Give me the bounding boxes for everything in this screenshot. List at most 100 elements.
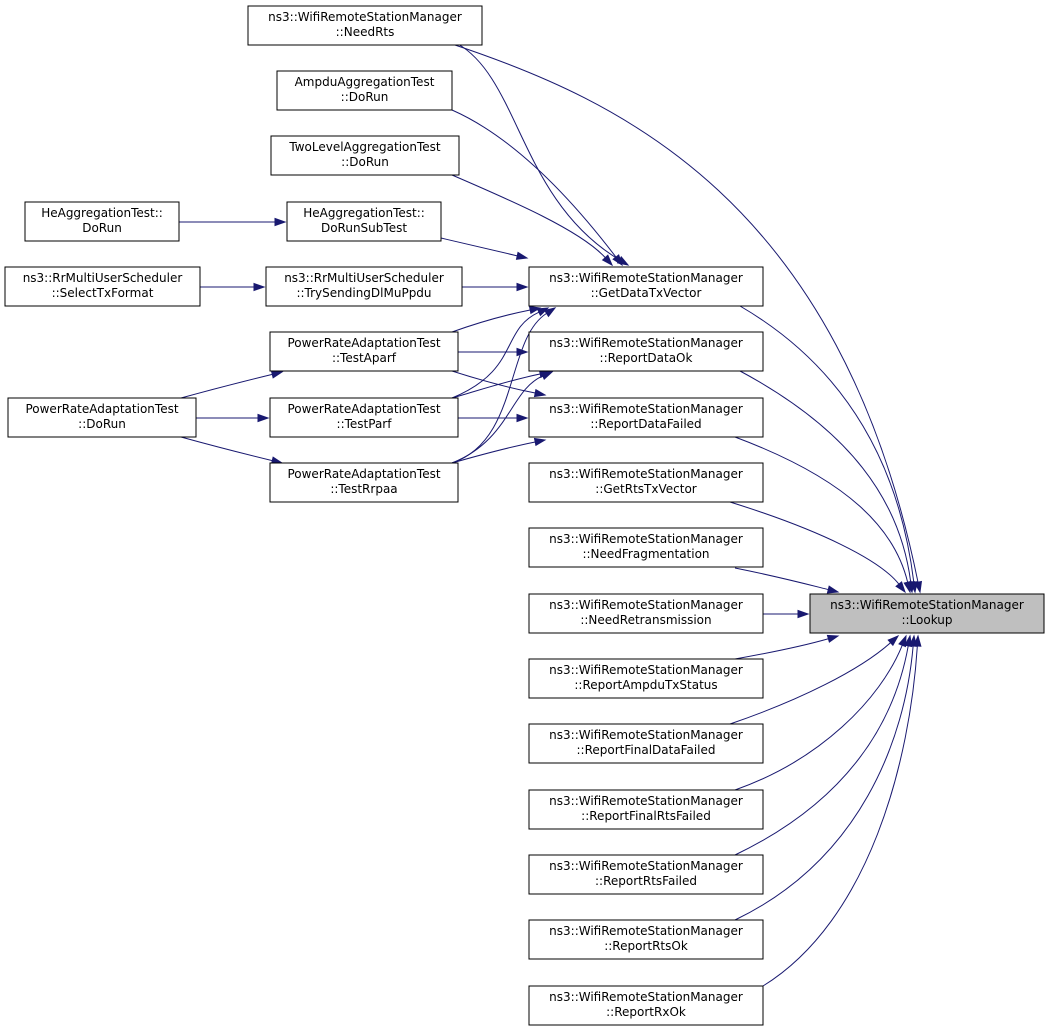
- node-reportAmpdu[interactable]: ns3::WifiRemoteStationManager::ReportAmp…: [528, 658, 764, 699]
- node-label-line: DoRun: [82, 221, 122, 235]
- node-box: [528, 593, 764, 634]
- edge-testRrpaa-to-reportDataFailed: [451, 437, 547, 464]
- node-ampduDoRun[interactable]: AmpduAggregationTest::DoRun: [276, 70, 453, 111]
- edge-ampduDoRun-to-getDataTxVector: [451, 109, 623, 267]
- node-label-line: ns3::WifiRemoteStationManager: [830, 598, 1024, 612]
- node-label-line: PowerRateAdaptationTest: [25, 402, 178, 416]
- node-reportRtsFailed[interactable]: ns3::WifiRemoteStationManager::ReportRts…: [528, 854, 764, 895]
- arrowhead-icon: [903, 580, 912, 594]
- arrowhead-icon: [515, 251, 529, 260]
- node-needRts[interactable]: ns3::WifiRemoteStationManager::NeedRts: [247, 5, 483, 46]
- node-label-line: ns3::WifiRemoteStationManager: [549, 402, 743, 416]
- edge-testAparf-to-reportDataFailed: [451, 370, 547, 398]
- node-heDoRunSubTest[interactable]: HeAggregationTest::DoRunSubTest: [286, 201, 442, 242]
- edge-line: [729, 642, 891, 725]
- node-label-line: ns3::WifiRemoteStationManager: [549, 859, 743, 873]
- node-box: [4, 266, 201, 307]
- edge-line: [451, 109, 617, 258]
- node-label-line: ns3::WifiRemoteStationManager: [549, 663, 743, 677]
- edge-line: [729, 501, 900, 585]
- node-label-line: ns3::WifiRemoteStationManager: [549, 598, 743, 612]
- arrowhead-icon: [913, 634, 922, 647]
- arrowhead-icon: [601, 254, 614, 267]
- arrowhead-icon: [270, 370, 284, 379]
- node-box: [269, 462, 459, 503]
- node-reportRxOk[interactable]: ns3::WifiRemoteStationManager::ReportRxO…: [528, 985, 764, 1026]
- edge-line: [451, 43, 919, 583]
- node-label-line: ::TrySendingDlMuPpdu: [296, 286, 431, 300]
- node-twoLevelDoRun[interactable]: TwoLevelAggregationTest::DoRun: [270, 135, 460, 176]
- edge-praDoRun-to-testAparf: [180, 370, 284, 399]
- node-heDoRun[interactable]: HeAggregationTest::DoRun: [24, 201, 180, 242]
- node-needFrag[interactable]: ns3::WifiRemoteStationManager::NeedFragm…: [528, 527, 764, 568]
- node-praDoRun[interactable]: PowerRateAdaptationTest::DoRun: [7, 397, 197, 438]
- node-reportRtsOk[interactable]: ns3::WifiRemoteStationManager::ReportRts…: [528, 919, 764, 960]
- node-rrSelectTx[interactable]: ns3::RrMultiUserScheduler::SelectTxForma…: [4, 266, 201, 307]
- node-label-line: PowerRateAdaptationTest: [287, 402, 440, 416]
- node-getRtsTxVector[interactable]: ns3::WifiRemoteStationManager::GetRtsTxV…: [528, 462, 764, 503]
- edge-line: [739, 305, 915, 583]
- edge-praDoRun-to-testParf: [196, 413, 270, 423]
- node-label-line: ns3::WifiRemoteStationManager: [268, 10, 462, 24]
- edge-getRtsTxVector-to-lookup: [729, 501, 906, 594]
- edge-line: [180, 436, 273, 462]
- node-label-line: ns3::WifiRemoteStationManager: [549, 467, 743, 481]
- node-label-line: ns3::WifiRemoteStationManager: [549, 924, 743, 938]
- arrowhead-icon: [528, 305, 542, 315]
- node-label-line: ::DoRun: [78, 417, 126, 431]
- node-box: [528, 331, 764, 372]
- edge-reportFinalData-to-lookup: [729, 634, 900, 725]
- node-testAparf[interactable]: PowerRateAdaptationTest::TestAparf: [269, 331, 459, 372]
- node-label-line: ::ReportFinalDataFailed: [577, 743, 716, 757]
- edge-line: [739, 370, 912, 583]
- edge-line: [457, 43, 620, 261]
- edge-testParf-to-reportDataFailed: [458, 413, 529, 423]
- node-label-line: ::GetDataTxVector: [591, 286, 702, 300]
- arrowhead-icon: [516, 347, 529, 357]
- node-box: [269, 331, 459, 372]
- node-reportDataFailed[interactable]: ns3::WifiRemoteStationManager::ReportDat…: [528, 397, 764, 438]
- edge-line: [440, 237, 518, 257]
- node-needRetrans[interactable]: ns3::WifiRemoteStationManager::NeedRetra…: [528, 593, 764, 634]
- edge-line: [451, 441, 536, 464]
- edge-getDataTxVector-to-lookup: [739, 305, 918, 594]
- node-label-line: PowerRateAdaptationTest: [287, 467, 440, 481]
- edge-reportRxOk-to-lookup: [762, 634, 922, 987]
- edge-reportAmpdu-to-lookup: [734, 634, 840, 660]
- node-getDataTxVector[interactable]: ns3::WifiRemoteStationManager::GetDataTx…: [528, 266, 764, 307]
- edge-reportDataFailed-to-lookup: [734, 436, 912, 594]
- node-label-line: ::TestRrpaa: [330, 482, 397, 496]
- node-label-line: ns3::RrMultiUserScheduler: [284, 271, 444, 285]
- node-box: [528, 266, 764, 307]
- node-reportFinalData[interactable]: ns3::WifiRemoteStationManager::ReportFin…: [528, 723, 764, 764]
- node-box: [528, 723, 764, 764]
- arrowhead-icon: [257, 413, 270, 423]
- edge-line: [451, 370, 536, 394]
- edge-line: [451, 375, 544, 464]
- edge-line: [451, 309, 531, 333]
- node-reportFinalRts[interactable]: ns3::WifiRemoteStationManager::ReportFin…: [528, 789, 764, 830]
- edge-line: [762, 645, 918, 987]
- node-label-line: ::ReportDataOk: [600, 351, 693, 365]
- node-testRrpaa[interactable]: PowerRateAdaptationTest::TestRrpaa: [269, 462, 459, 503]
- edge-line: [451, 373, 541, 399]
- node-label-line: HeAggregationTest::: [303, 206, 425, 220]
- node-lookup[interactable]: ns3::WifiRemoteStationManager::Lookup: [809, 593, 1045, 634]
- node-label-line: ::Lookup: [901, 613, 952, 627]
- node-box: [809, 593, 1045, 634]
- node-rrTrySending[interactable]: ns3::RrMultiUserScheduler::TrySendingDlM…: [265, 266, 463, 307]
- edge-line: [734, 436, 909, 583]
- node-testParf[interactable]: PowerRateAdaptationTest::TestParf: [269, 397, 459, 438]
- edge-line: [734, 567, 829, 591]
- edge-line: [734, 645, 914, 921]
- arrowhead-icon: [516, 413, 529, 423]
- arrowhead-icon: [895, 581, 906, 594]
- node-box: [528, 919, 764, 960]
- edge-line: [734, 645, 903, 791]
- node-label-line: ns3::WifiRemoteStationManager: [549, 271, 743, 285]
- node-reportDataOk[interactable]: ns3::WifiRemoteStationManager::ReportDat…: [528, 331, 764, 372]
- arrowhead-icon: [516, 282, 529, 292]
- arrowhead-icon: [797, 609, 810, 619]
- node-label-line: HeAggregationTest::: [41, 206, 163, 220]
- edge-rrTrySending-to-getDataTxVector: [462, 282, 529, 292]
